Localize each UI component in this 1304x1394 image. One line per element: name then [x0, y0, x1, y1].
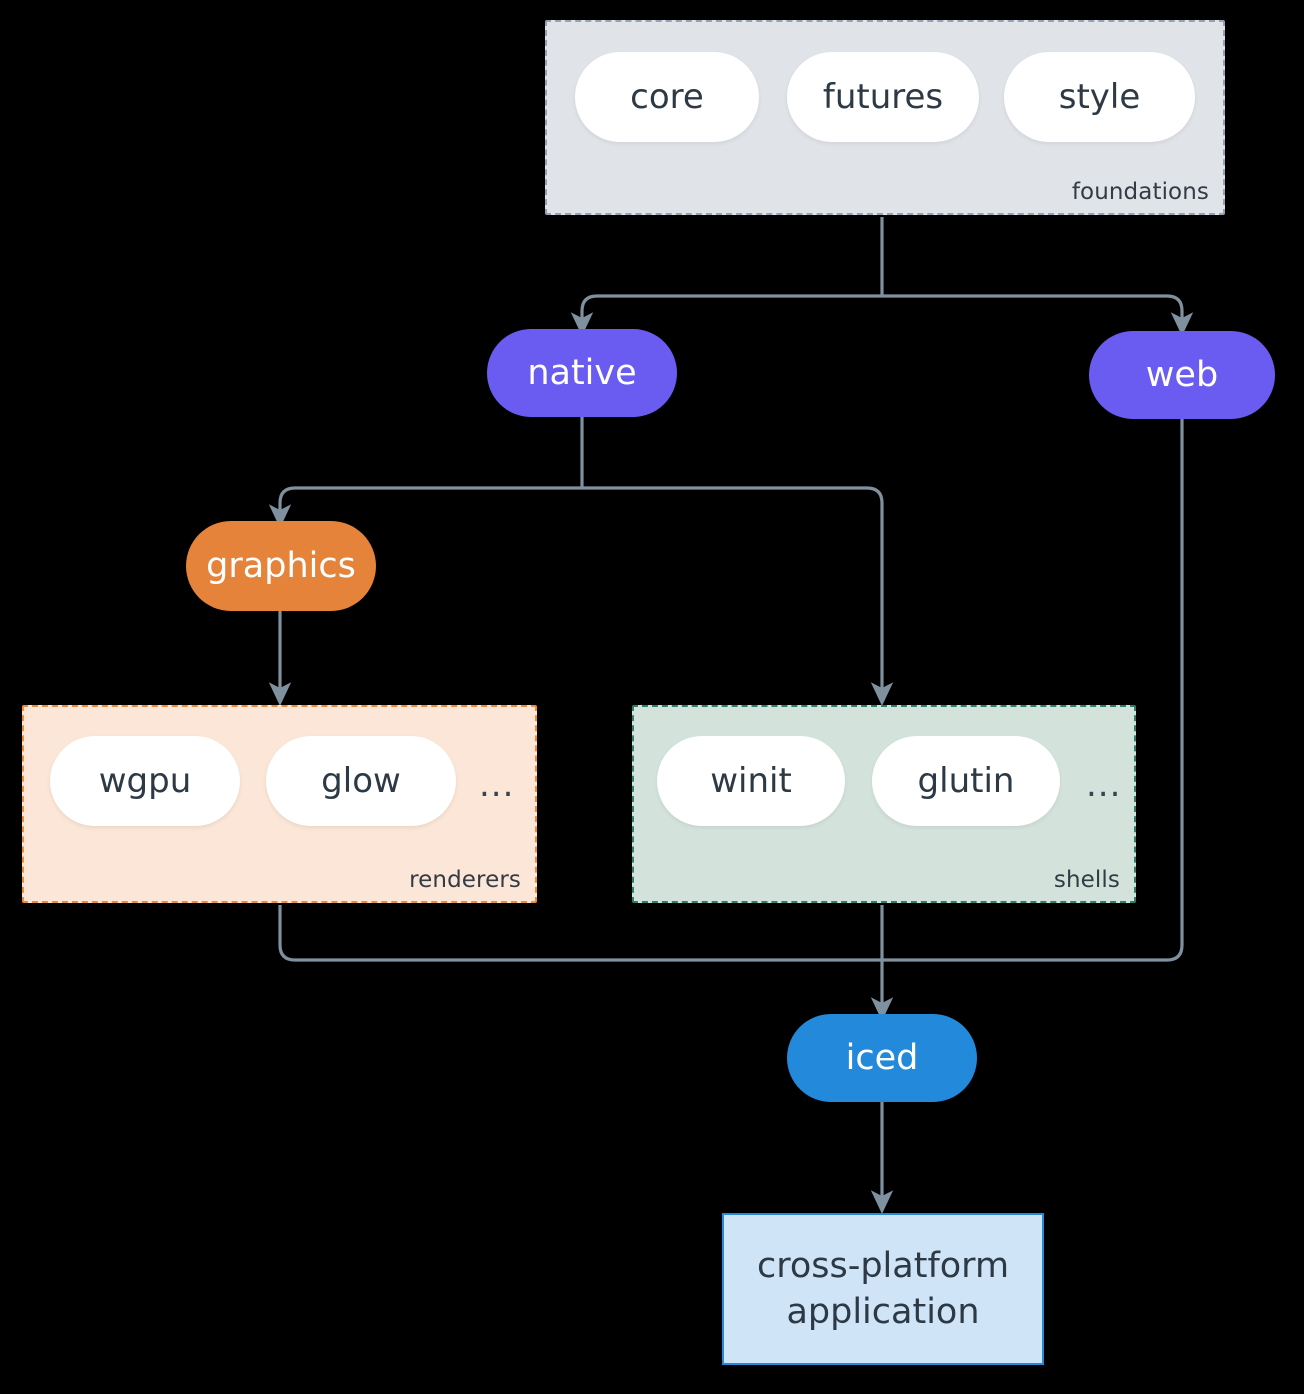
cluster-foundations-label: foundations — [1071, 179, 1209, 205]
node-style-label: style — [1058, 77, 1141, 117]
node-style[interactable]: style — [1004, 52, 1195, 142]
node-glow[interactable]: glow — [266, 736, 456, 826]
node-winit-label: winit — [710, 761, 792, 801]
node-native-label: native — [527, 353, 637, 393]
node-wgpu[interactable]: wgpu — [50, 736, 240, 826]
node-app-label-line1: cross-platform — [756, 1245, 1010, 1286]
node-futures[interactable]: futures — [787, 52, 979, 142]
node-renderers-more: ... — [479, 765, 515, 805]
node-core[interactable]: core — [575, 52, 759, 142]
node-iced-label: iced — [845, 1038, 919, 1078]
node-cross-platform-application[interactable]: cross-platform application — [722, 1213, 1044, 1365]
node-glutin-label: glutin — [917, 761, 1015, 801]
cluster-renderers-label: renderers — [409, 867, 521, 893]
node-futures-label: futures — [822, 77, 944, 117]
node-web[interactable]: web — [1089, 331, 1275, 419]
node-glow-label: glow — [321, 761, 401, 801]
node-web-label: web — [1145, 355, 1219, 395]
node-wgpu-label: wgpu — [98, 761, 192, 801]
node-graphics-label: graphics — [206, 546, 356, 586]
node-native[interactable]: native — [487, 329, 677, 417]
node-graphics[interactable]: graphics — [186, 521, 376, 611]
node-shells-more: ... — [1086, 765, 1122, 805]
node-winit[interactable]: winit — [657, 736, 845, 826]
cluster-shells-label: shells — [1053, 867, 1120, 893]
node-glutin[interactable]: glutin — [872, 736, 1060, 826]
node-app-label-line2: application — [786, 1292, 980, 1332]
node-iced[interactable]: iced — [787, 1014, 977, 1102]
node-core-label: core — [630, 77, 704, 117]
